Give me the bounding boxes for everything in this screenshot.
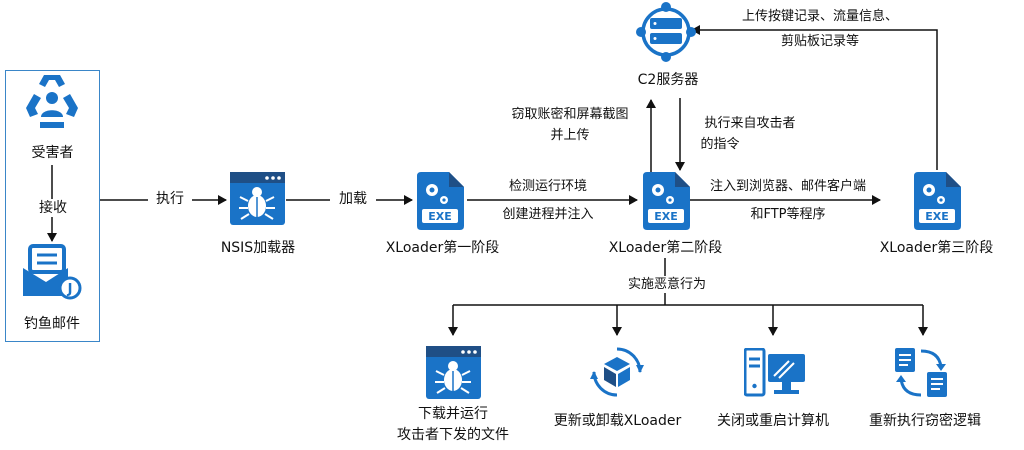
upload-clipboard-label: 剪贴板记录等 <box>780 34 859 49</box>
steal-credentials-label: 窃取账密和屏幕截图 <box>511 107 629 122</box>
inject-browsers-label: 注入到浏览器、邮件客户端 <box>709 179 866 194</box>
victim-label: 受害者 <box>31 145 74 161</box>
computer-icon <box>744 348 805 397</box>
create-process-label: 创建进程并注入 <box>502 207 594 222</box>
execute-label: 执行 <box>148 190 192 208</box>
reexecute-stealing-icon <box>895 348 947 397</box>
download-run-label-1: 下载并运行 <box>418 406 488 422</box>
shutdown-restart-label: 关闭或重启计算机 <box>717 413 829 429</box>
victim-icon <box>26 75 78 128</box>
download-run-label-2: 攻击者下发的文件 <box>397 427 509 443</box>
detect-env-label: 检测运行环境 <box>508 179 587 194</box>
commands-label: 的指令 <box>700 137 740 152</box>
execute-commands-label: 执行来自攻击者 <box>704 116 796 131</box>
upload-keylog-label: 上传按键记录、流量信息、 <box>741 9 898 24</box>
receive-label: 接收 <box>27 199 79 217</box>
stage1-exe-icon: EXE <box>417 172 464 230</box>
update-uninstall-icon <box>590 347 644 397</box>
update-uninstall-label: 更新或卸载XLoader <box>553 413 682 429</box>
malicious-behavior-label: 实施恶意行为 <box>614 276 720 293</box>
phishing-mail-label: 钓鱼邮件 <box>24 316 80 332</box>
arrow-stage3-c2 <box>691 25 938 170</box>
load-label: 加载 <box>330 190 376 208</box>
stage1-label: XLoader第一阶段 <box>385 240 500 256</box>
c2-server-icon <box>636 2 696 62</box>
svg-text:J: J <box>67 282 73 297</box>
reexecute-stealing-label: 重新执行窃密逻辑 <box>869 413 981 429</box>
steal-upload-label: 并上传 <box>550 128 590 143</box>
inject-ftp-label: 和FTP等程序 <box>750 207 826 222</box>
nsis-loader-icon <box>230 172 285 225</box>
stage2-exe-icon: EXE <box>643 172 690 230</box>
svg-text:EXE: EXE <box>654 210 678 223</box>
stage3-exe-icon: EXE <box>914 172 961 230</box>
stage2-label: XLoader第二阶段 <box>608 240 723 256</box>
phishing-mail-icon: J <box>23 244 82 300</box>
download-run-icon <box>426 346 481 399</box>
svg-text:EXE: EXE <box>925 210 949 223</box>
svg-text:EXE: EXE <box>428 210 452 223</box>
nsis-loader-label: NSIS加载器 <box>220 240 296 256</box>
c2-server-label: C2服务器 <box>637 72 699 88</box>
stage3-label: XLoader第三阶段 <box>879 240 994 256</box>
victim-container <box>5 70 100 342</box>
